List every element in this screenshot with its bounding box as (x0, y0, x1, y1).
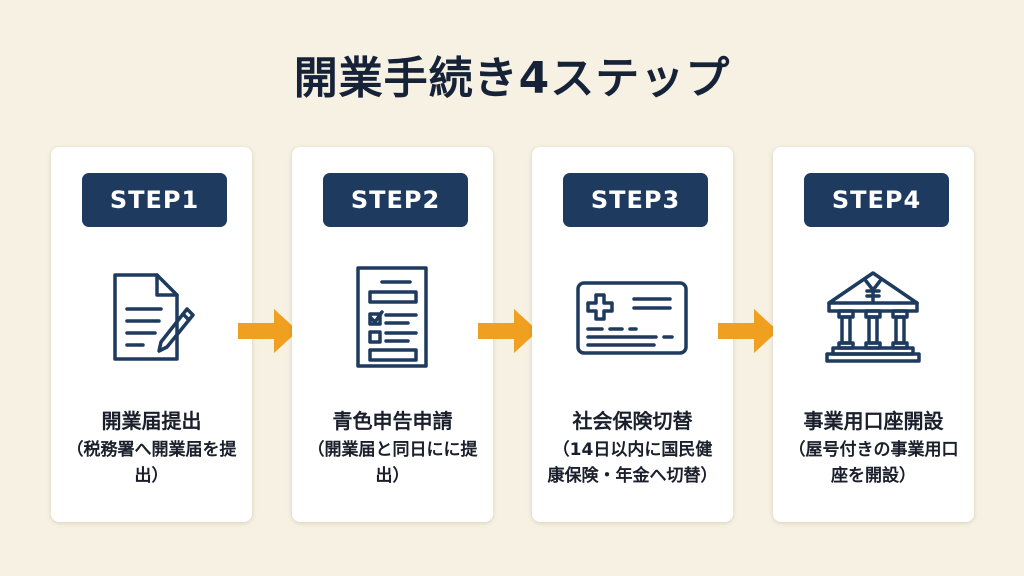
step-title: 青色申告申請 (332, 409, 453, 433)
step-badge: STEP1 (82, 173, 227, 227)
arrow-right-icon (478, 309, 538, 353)
step-badge: STEP4 (804, 173, 949, 227)
step-badge: STEP3 (563, 173, 708, 227)
arrow-right-icon (238, 309, 298, 353)
step-title: 事業用口座開設 (803, 409, 944, 433)
step-card-2: STEP2 青色申告申請 （開業届と同日にに提出） (292, 147, 493, 522)
step-title: 社会保険切替 (572, 409, 693, 433)
bank-yen-icon (813, 257, 933, 377)
arrow-right-icon (718, 309, 778, 353)
step-badge: STEP2 (323, 173, 468, 227)
step-description: （税務署へ開業届を提出） (66, 440, 237, 486)
step-card-4: STEP4 事業用口座開設 （屋号付きの事業用口座を開設） (773, 147, 974, 522)
step-title: 開業届提出 (101, 409, 202, 433)
step-description: （14日以内に国民健康保険・年金へ切替） (547, 440, 718, 486)
step-description: （開業届と同日にに提出） (307, 440, 478, 486)
document-pencil-icon (91, 257, 211, 377)
page-title: 開業手続き4ステップ (293, 53, 731, 104)
step-description: （屋号付きの事業用口座を開設） (788, 440, 959, 486)
step-card-3: STEP3 社会保険切替 （14日以内に国民健康保険・年金へ切替） (532, 147, 733, 522)
step-card-1: STEP1 開業届提出 （税務署へ開業届を提出） (51, 147, 252, 522)
health-insurance-card-icon (572, 257, 692, 377)
checklist-form-icon (332, 257, 452, 377)
